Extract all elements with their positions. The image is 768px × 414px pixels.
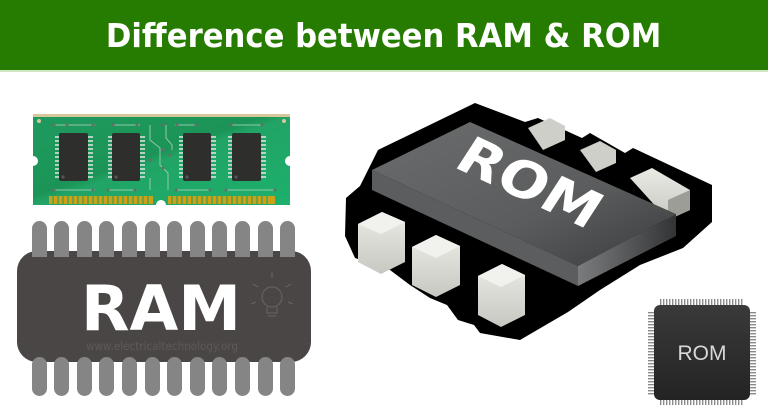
watermark-text: www.electricaltechnology.org — [86, 339, 238, 353]
rom-small-chip-icon: ROM — [648, 299, 756, 405]
ram-chip-top-pin-stubs — [32, 251, 295, 257]
rom-small-label: ROM — [678, 342, 727, 365]
page-title: Difference between RAM & ROM — [106, 15, 662, 55]
title-banner: Difference between RAM & ROM — [0, 0, 768, 72]
ram-chip-bottom-pins — [32, 357, 295, 396]
lightbulb-watermark-icon — [250, 272, 294, 317]
ram-stick-icon — [33, 114, 290, 205]
ram-label: RAM — [81, 272, 241, 345]
rom-chip-icon: ROM — [345, 103, 712, 340]
ram-chip-icon: RAM www.electricaltechnology.org — [17, 221, 311, 396]
